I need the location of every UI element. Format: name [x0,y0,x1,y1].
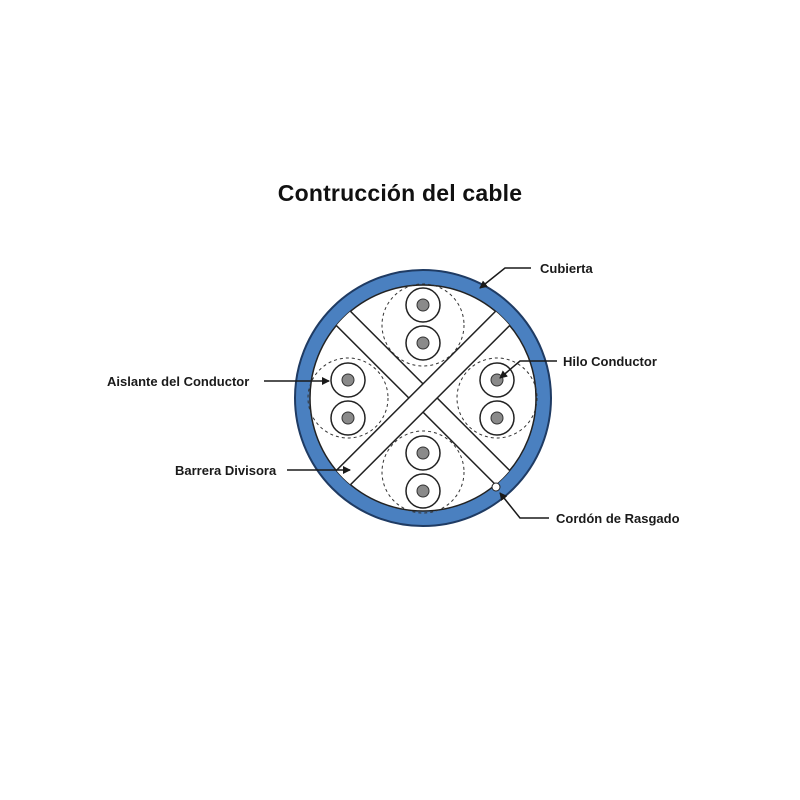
conductor-wire [416,298,430,312]
callout-rip-cord: Cordón de Rasgado [499,492,680,526]
conductor-wire [416,336,430,350]
callout-leader [479,267,531,289]
twisted-pair-left [307,357,389,439]
twisted-pair-bottom [381,430,465,514]
label-rip-cord: Cordón de Rasgado [556,511,680,526]
pair-boundary [381,283,465,367]
callout-conductor-insulation: Aislante del Conductor [107,374,330,389]
label-jacket: Cubierta [540,261,594,276]
twisted-pair-top [381,283,465,367]
conductor-wire [490,411,504,425]
conductor-wire [416,446,430,460]
conductor-wire [416,484,430,498]
rip-cord [491,482,501,492]
conductor-wire [341,373,355,387]
conductor-wire [490,373,504,387]
cross-separator [330,305,516,491]
callout-conductor-wire: Hilo Conductor [499,354,657,379]
pair-boundary [456,357,538,439]
conductor-wire [341,411,355,425]
page-title: Contrucción del cable [277,180,523,206]
label-separator: Barrera Divisora [175,463,277,478]
label-conductor-insulation: Aislante del Conductor [107,374,249,389]
pair-boundary [381,430,465,514]
callout-leader [499,360,557,379]
pair-boundary [307,357,389,439]
callout-separator: Barrera Divisora [175,463,351,478]
callout-leader [499,492,549,519]
callout-jacket: Cubierta [479,261,594,289]
label-conductor-wire: Hilo Conductor [563,354,657,369]
